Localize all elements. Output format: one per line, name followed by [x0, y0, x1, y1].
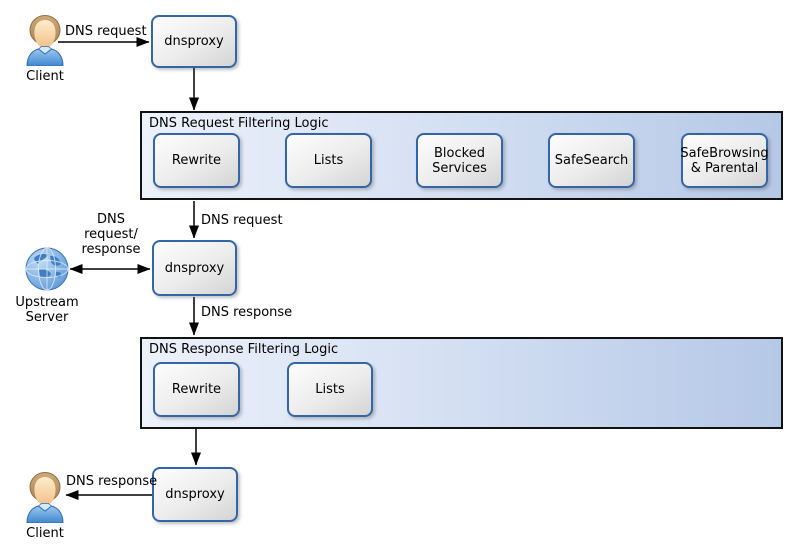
- client-icon: [26, 15, 64, 66]
- client-icon: [26, 472, 64, 523]
- node-dnsproxy-top: dnsproxy: [151, 15, 237, 68]
- response-filter-title: DNS Response Filtering Logic: [149, 342, 339, 357]
- node-dnsproxy-mid: dnsproxy: [152, 240, 237, 296]
- edge-label-dns-request-top: DNS request: [65, 24, 147, 39]
- node-dnsproxy-bottom: dnsproxy: [152, 467, 238, 522]
- step-rewrite-response: Rewrite: [153, 362, 240, 417]
- step-lists: Lists: [285, 133, 372, 188]
- client-bottom-label: Client: [26, 526, 64, 541]
- edge-label-upstream-link: DNS request/ response: [81, 212, 141, 257]
- edge-label-dns-response-mid: DNS response: [201, 305, 293, 320]
- response-filter-container: DNS Response Filtering Logic Rewrite Lis…: [140, 337, 783, 429]
- request-filter-title: DNS Request Filtering Logic: [149, 116, 329, 131]
- request-filter-container: DNS Request Filtering Logic Rewrite List…: [140, 111, 783, 200]
- actor-client-bottom: Client: [0, 471, 90, 541]
- actor-upstream-server: Upstream Server: [2, 246, 92, 325]
- actor-client-top: Client: [0, 14, 90, 84]
- step-safebrowsing-parental: SafeBrowsing & Parental: [680, 133, 769, 188]
- client-top-label: Client: [26, 69, 64, 84]
- edge-label-dns-response-bottom: DNS response: [66, 474, 158, 489]
- upstream-server-label: Upstream Server: [15, 295, 79, 325]
- edge-label-dns-request-mid: DNS request: [201, 213, 283, 228]
- step-rewrite: Rewrite: [153, 133, 240, 188]
- step-lists-response: Lists: [287, 362, 373, 417]
- step-safesearch: SafeSearch: [548, 133, 635, 188]
- step-blocked-services: Blocked Services: [416, 133, 503, 188]
- globe-icon: [25, 247, 69, 291]
